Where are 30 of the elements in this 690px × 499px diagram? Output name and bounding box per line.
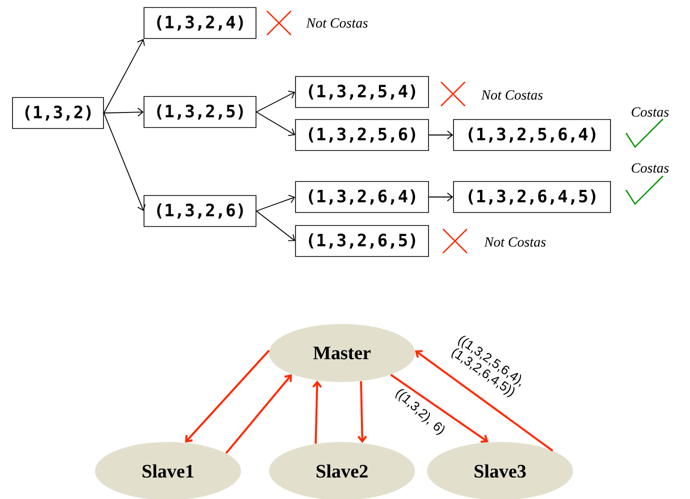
arrow bbox=[103, 108, 144, 117]
sequence-box: (1,3,2,5,6,4) bbox=[453, 119, 611, 151]
result-text: Costas bbox=[632, 107, 669, 117]
arrow bbox=[390, 374, 488, 443]
sequence-box: (1,3,2,5,4) bbox=[295, 76, 429, 108]
sequence-box: (1,3,2) bbox=[12, 97, 104, 129]
arrow bbox=[414, 350, 554, 452]
arrow bbox=[103, 38, 145, 114]
arrow bbox=[103, 112, 146, 211]
arrow bbox=[185, 350, 270, 443]
arrow bbox=[357, 381, 368, 443]
arrow bbox=[256, 90, 296, 112]
arrow bbox=[428, 192, 454, 202]
sequence-box: (1,3,2,5,6) bbox=[295, 119, 429, 151]
arrow bbox=[256, 194, 296, 212]
arrow bbox=[225, 374, 292, 454]
result-text: Not Costas bbox=[306, 18, 368, 28]
arrow bbox=[256, 112, 296, 136]
sequence-box: (1,3,2,6,4,5) bbox=[453, 181, 611, 213]
result-text: Costas bbox=[632, 163, 669, 173]
result-text: Not Costas bbox=[481, 90, 543, 100]
arrow bbox=[312, 380, 322, 444]
arrow bbox=[428, 130, 454, 140]
sequence-box: (1,3,2,6,4) bbox=[295, 181, 429, 213]
sequence-box: (1,3,2,4) bbox=[144, 7, 256, 39]
sequence-box: (1,3,2,5) bbox=[144, 96, 256, 128]
result-text: Not Costas bbox=[484, 237, 546, 247]
arrow bbox=[256, 210, 296, 242]
sequence-box: (1,3,2,6,5) bbox=[295, 225, 429, 257]
sequence-box: (1,3,2,6) bbox=[144, 195, 256, 227]
